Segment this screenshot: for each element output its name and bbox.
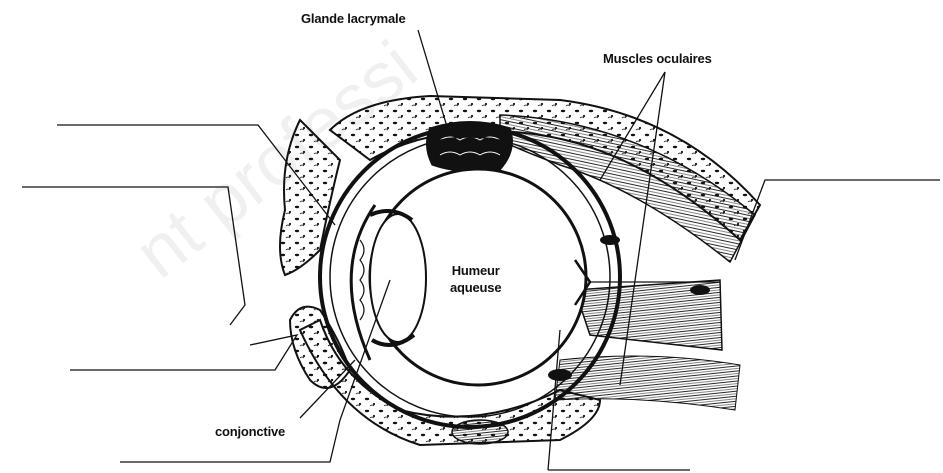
vessel-small [548,369,572,381]
label-eye-muscles: Muscles oculaires [603,51,712,66]
label-aqueous-humor-line2: aqueuse [450,279,501,296]
blank-label-5 [735,180,940,260]
upper-eyelid [280,120,340,275]
blank-label-2 [22,187,245,325]
vessel-small-3 [690,285,710,295]
label-aqueous-humor-line1: Humeur [450,262,501,279]
label-lacrimal-gland: Glande lacrymale [301,11,405,26]
label-conjunctiva: conjonctive [215,424,285,439]
lens [370,214,426,342]
vessel [452,420,508,444]
lower-eyelid [290,307,350,388]
vessel-small-2 [600,235,620,245]
blank-label-3 [70,335,297,370]
label-aqueous-humor: Humeur aqueuse [450,262,501,296]
